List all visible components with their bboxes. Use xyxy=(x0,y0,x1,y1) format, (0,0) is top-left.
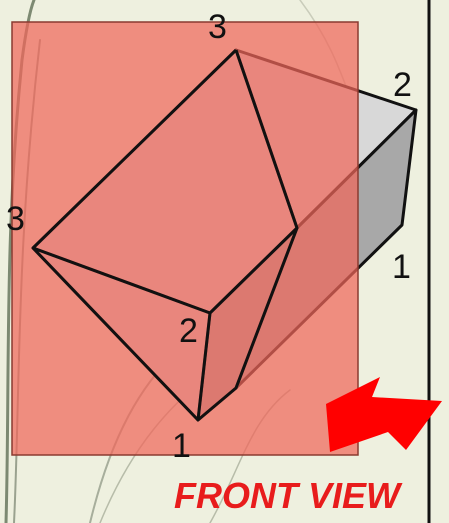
arrow-shape xyxy=(326,377,442,452)
vertex-label-right-top: 2 xyxy=(393,66,412,104)
edge-overlay xyxy=(31,246,200,422)
view-direction-arrow xyxy=(326,377,442,452)
vertex-label-right-bottom: 1 xyxy=(392,248,411,286)
edge-overlay xyxy=(196,227,299,422)
block-edges-overlay xyxy=(31,48,299,422)
vertex-label-front-middle: 2 xyxy=(179,312,198,350)
vertex-label-left: 3 xyxy=(6,200,25,238)
projection-plane xyxy=(11,21,359,456)
vertex-label-top: 3 xyxy=(208,8,227,46)
front-view-caption: FRONT VIEW xyxy=(174,475,403,516)
vertex-label-bottom: 1 xyxy=(172,427,191,465)
